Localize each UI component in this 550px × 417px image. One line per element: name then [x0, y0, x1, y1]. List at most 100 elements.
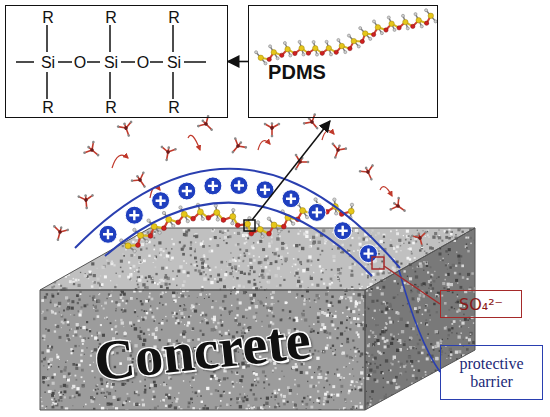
- aggregate-speck: [56, 235, 58, 237]
- aggregate-speck: [129, 321, 132, 324]
- aggregate-speck: [148, 296, 150, 298]
- aggregate-speck: [101, 305, 102, 306]
- aggregate-speck: [277, 300, 279, 302]
- aggregate-speck: [282, 400, 285, 403]
- aggregate-speck: [351, 401, 352, 402]
- aggregate-speck: [448, 375, 451, 378]
- aggregate-speck: [422, 396, 424, 398]
- aggregate-speck: [312, 353, 314, 355]
- aggregate-speck: [345, 401, 346, 402]
- aggregate-speck: [337, 327, 339, 329]
- aggregate-speck: [179, 310, 180, 311]
- aggregate-speck: [450, 392, 453, 395]
- aggregate-speck: [360, 371, 363, 374]
- aggregate-speck: [236, 382, 237, 383]
- aggregate-speck: [457, 401, 459, 403]
- aggregate-speck: [154, 407, 157, 410]
- aggregate-speck: [330, 320, 333, 323]
- aggregate-speck: [303, 303, 306, 306]
- aggregate-speck: [59, 336, 62, 339]
- aggregate-speck: [104, 397, 106, 399]
- aggregate-speck: [449, 394, 451, 396]
- aggregate-speck: [279, 406, 281, 408]
- aggregate-speck: [327, 337, 329, 339]
- aggregate-speck: [165, 405, 167, 407]
- aggregate-speck: [271, 303, 274, 306]
- aggregate-speck: [277, 392, 278, 393]
- aggregate-speck: [209, 293, 211, 295]
- aggregate-speck: [78, 310, 80, 312]
- aggregate-speck: [310, 307, 311, 308]
- aggregate-speck: [190, 385, 191, 386]
- aggregate-speck: [57, 293, 59, 295]
- aggregate-speck: [54, 373, 56, 375]
- aggregate-speck: [230, 293, 232, 295]
- aggregate-speck: [174, 397, 175, 398]
- aggregate-speck: [78, 238, 80, 240]
- aggregate-speck: [165, 396, 167, 398]
- aggregate-speck: [388, 409, 391, 412]
- aggregate-speck: [65, 362, 66, 363]
- aggregate-speck: [246, 398, 249, 401]
- aggregate-speck: [117, 398, 120, 401]
- aggregate-speck: [335, 311, 336, 312]
- aggregate-speck: [318, 366, 321, 369]
- aggregate-speck: [142, 399, 144, 401]
- aggregate-speck: [44, 339, 46, 341]
- aggregate-speck: [344, 331, 345, 332]
- aggregate-speck: [169, 387, 172, 390]
- aggregate-speck: [138, 394, 140, 396]
- aggregate-speck: [278, 389, 280, 391]
- aggregate-speck: [356, 331, 358, 333]
- aggregate-speck: [355, 323, 357, 325]
- aggregate-speck: [249, 408, 250, 409]
- aggregate-speck: [56, 354, 58, 356]
- aggregate-speck: [94, 299, 96, 301]
- aggregate-speck: [48, 366, 50, 368]
- aggregate-speck: [231, 310, 233, 312]
- aggregate-speck: [322, 350, 325, 353]
- aggregate-speck: [357, 361, 359, 363]
- bond: [58, 61, 72, 63]
- aggregate-speck: [474, 389, 476, 391]
- aggregate-speck: [362, 367, 363, 368]
- aggregate-speck: [275, 399, 276, 400]
- aggregate-speck: [419, 400, 421, 402]
- aggregate-speck: [236, 307, 239, 310]
- aggregate-speck: [309, 300, 310, 301]
- aggregate-speck: [403, 402, 406, 405]
- aggregate-speck: [318, 382, 320, 384]
- aggregate-speck: [242, 400, 244, 402]
- aggregate-speck: [239, 393, 241, 395]
- aggregate-speck: [332, 385, 335, 388]
- aggregate-speck: [69, 243, 70, 244]
- aggregate-speck: [457, 389, 459, 391]
- aggregate-speck: [258, 382, 259, 383]
- aggregate-speck: [94, 397, 95, 398]
- aggregate-speck: [457, 379, 459, 381]
- aggregate-speck: [102, 252, 103, 253]
- aggregate-speck: [89, 364, 91, 366]
- aggregate-speck: [56, 325, 59, 328]
- aggregate-speck: [111, 300, 113, 302]
- aggregate-speck: [431, 376, 434, 379]
- aggregate-speck: [254, 398, 257, 401]
- aggregate-speck: [108, 293, 110, 295]
- aggregate-speck: [248, 307, 251, 310]
- aggregate-speck: [74, 396, 76, 398]
- aggregate-speck: [79, 291, 81, 293]
- aggregate-speck: [353, 317, 356, 320]
- aggregate-speck: [358, 381, 359, 382]
- aggregate-speck: [220, 394, 223, 397]
- aggregate-speck: [82, 343, 84, 345]
- aggregate-speck: [135, 403, 138, 406]
- aggregate-speck: [332, 315, 334, 317]
- aggregate-speck: [119, 297, 121, 299]
- aggregate-speck: [204, 298, 205, 299]
- aggregate-speck: [332, 351, 333, 352]
- aggregate-speck: [260, 406, 263, 409]
- aggregate-speck: [274, 406, 277, 409]
- aggregate-speck: [180, 312, 183, 315]
- aggregate-speck: [156, 307, 158, 309]
